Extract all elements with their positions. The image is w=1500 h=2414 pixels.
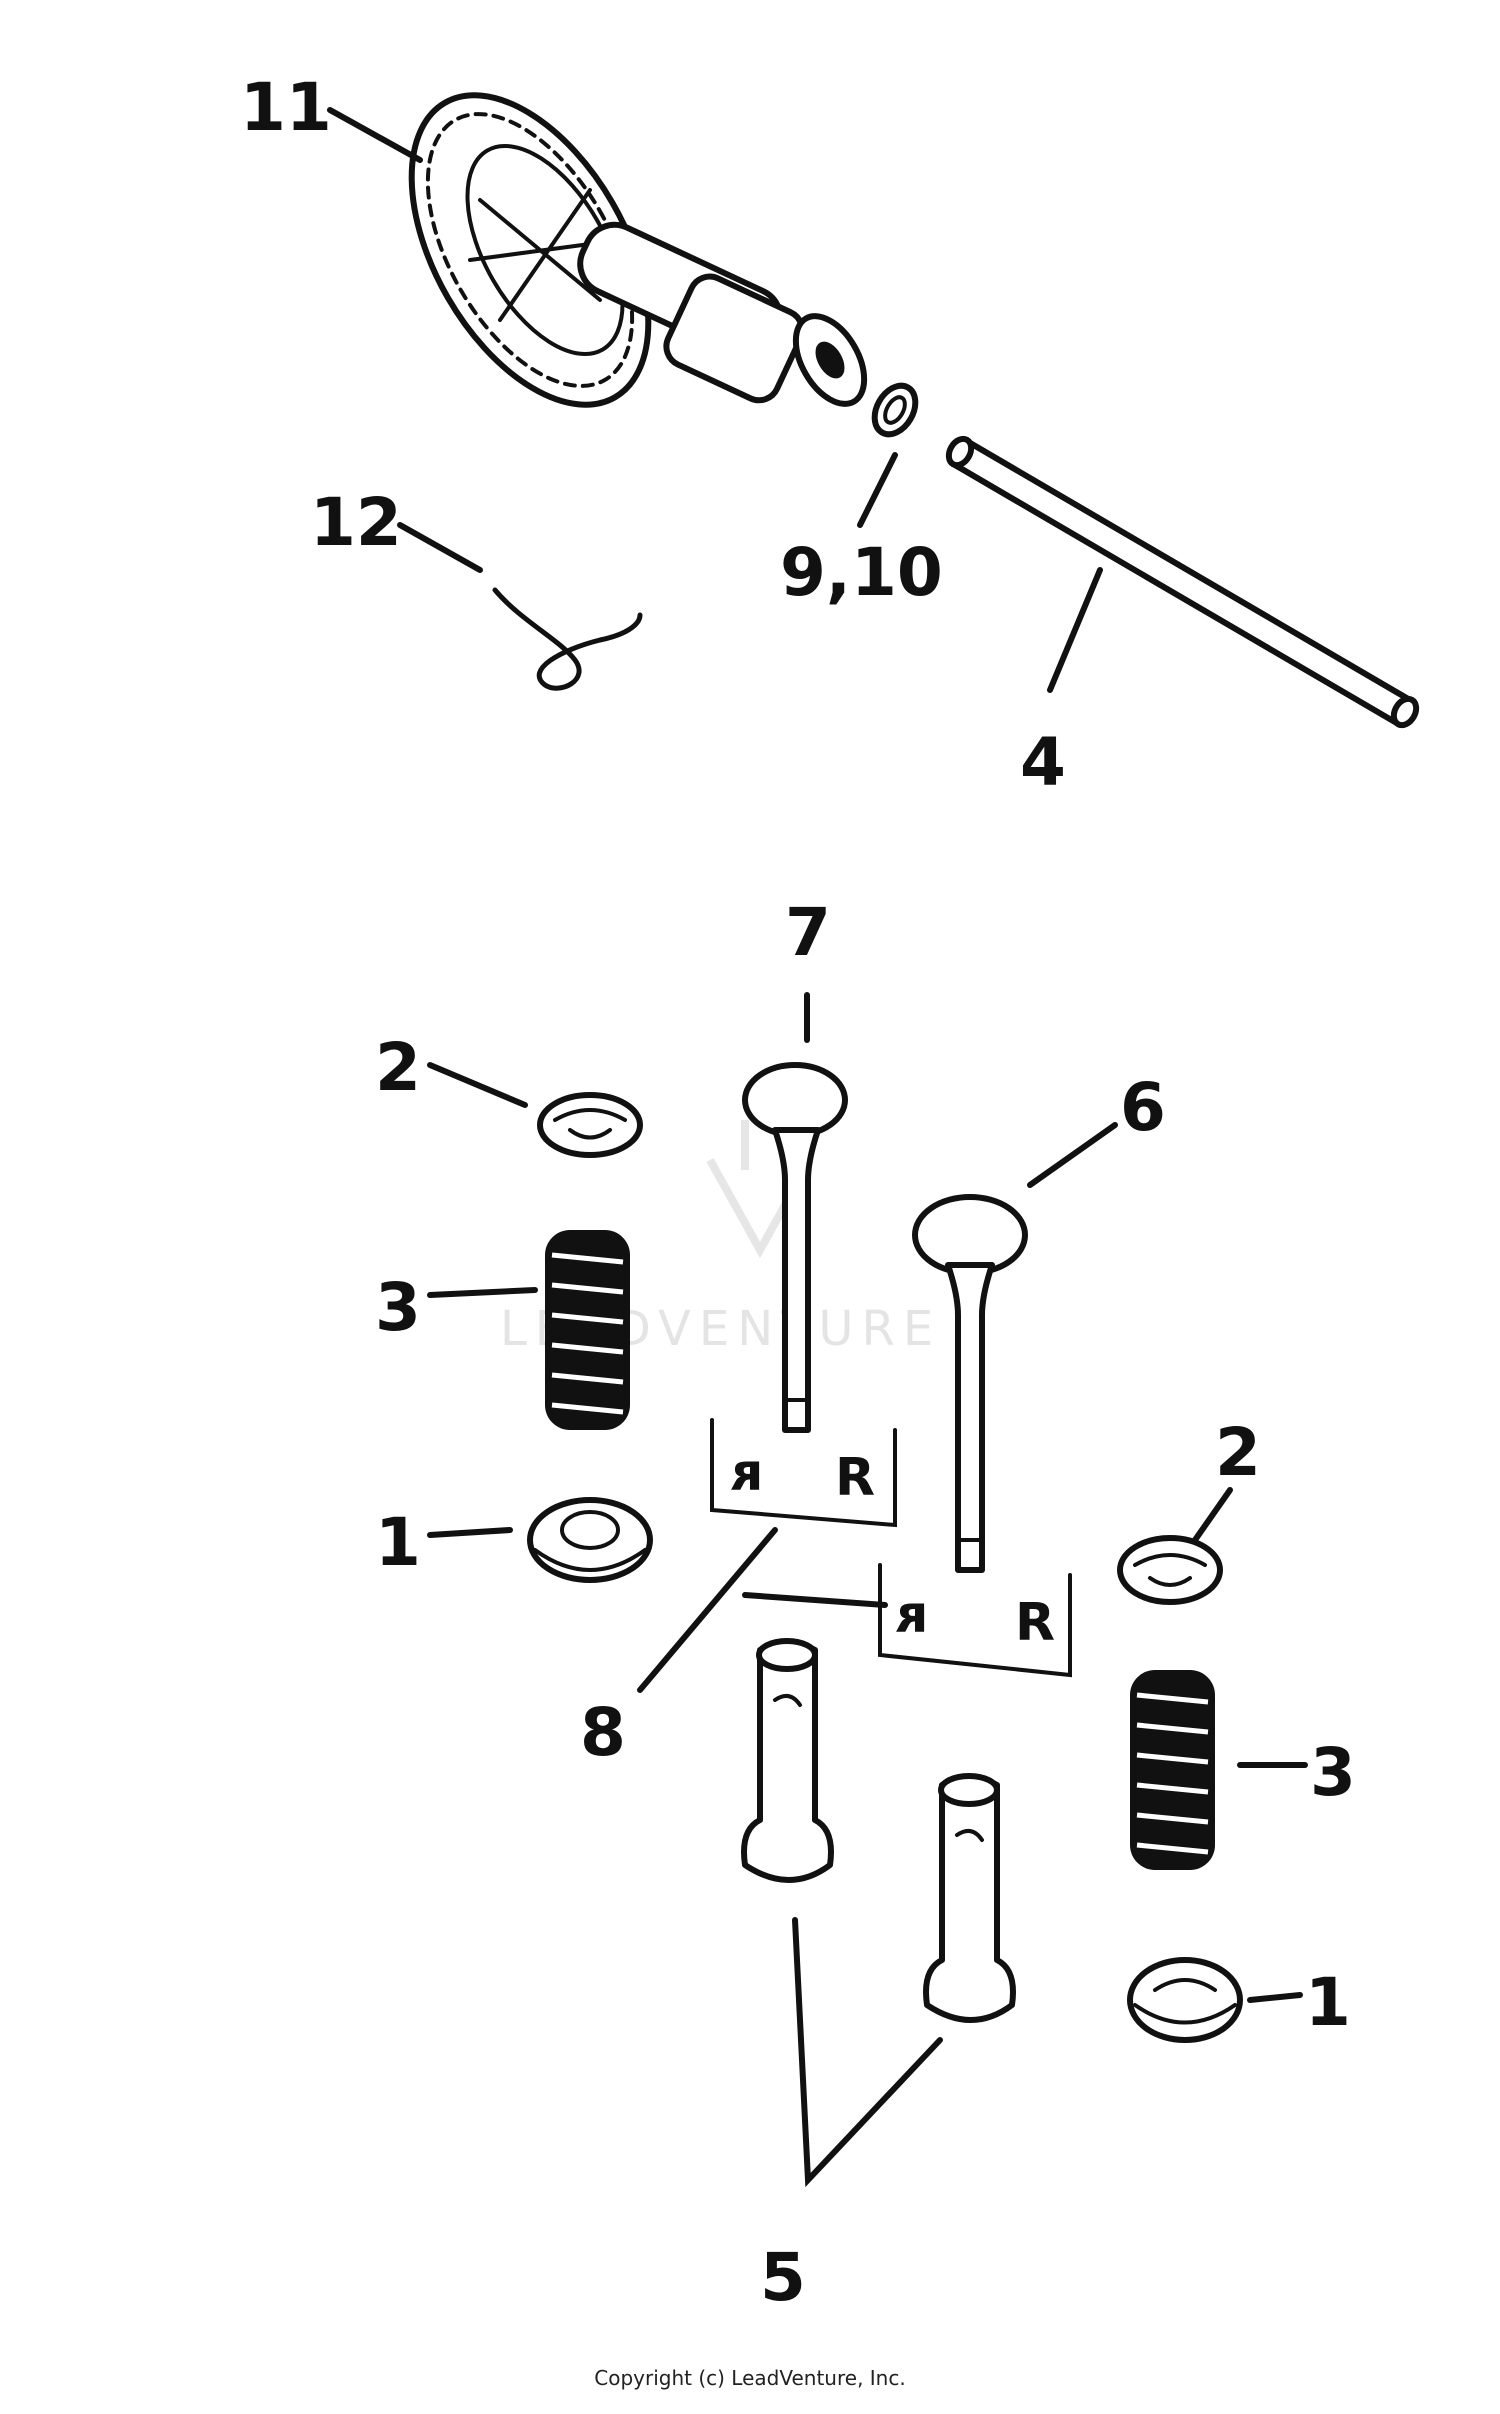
svg-text:ᴙ: ᴙ	[730, 1443, 763, 1503]
washer-part	[871, 382, 919, 438]
callout-3-right: 3	[1310, 1734, 1356, 1811]
valve-6-part	[912, 1194, 1028, 1573]
callout-2-right: 2	[1215, 1414, 1261, 1491]
callout-3-left: 3	[375, 1269, 421, 1346]
valve-7-part	[742, 1062, 848, 1433]
spring-3-right-part	[1130, 1670, 1215, 1870]
spring-3-left-part	[545, 1230, 630, 1430]
retainer-2-right-part	[1117, 1535, 1223, 1605]
callout-7: 7	[785, 894, 831, 971]
seat-1-right-part	[1127, 1957, 1243, 2043]
callout-1-right: 1	[1305, 1964, 1351, 2041]
valve-keeper-card-upper: ᴙ R	[710, 1418, 897, 1528]
leader-lines	[327, 107, 1308, 2188]
shaft-part	[945, 435, 1420, 729]
svg-text:R: R	[835, 1448, 875, 1508]
callout-9-10: 9,10	[780, 534, 943, 611]
camshaft-gear-part	[408, 92, 868, 408]
callout-8: 8	[580, 1694, 626, 1771]
spring-clip-part	[492, 587, 643, 691]
tappet-5-right-part	[923, 1773, 1016, 2023]
callout-11: 11	[240, 69, 332, 146]
valve-keeper-card-lower: ᴙ R	[878, 1563, 1072, 1678]
copyright-footer: Copyright (c) LeadVenture, Inc.	[594, 2366, 905, 2390]
svg-text:R: R	[1015, 1593, 1055, 1653]
callout-6: 6	[1120, 1069, 1166, 1146]
seat-1-left-part	[527, 1497, 653, 1583]
callouts: 11 12 9,10 4 7 6 2 3 1 2 3 1 8 5	[240, 69, 1356, 2316]
svg-text:ᴙ: ᴙ	[895, 1585, 928, 1645]
callout-5: 5	[760, 2239, 806, 2316]
retainer-2-left-part	[537, 1092, 643, 1158]
callout-2-left: 2	[375, 1029, 421, 1106]
callout-1-left: 1	[375, 1504, 421, 1581]
callout-4: 4	[1020, 724, 1066, 801]
tappet-5-left-part	[741, 1638, 834, 1883]
callout-12: 12	[310, 484, 402, 561]
